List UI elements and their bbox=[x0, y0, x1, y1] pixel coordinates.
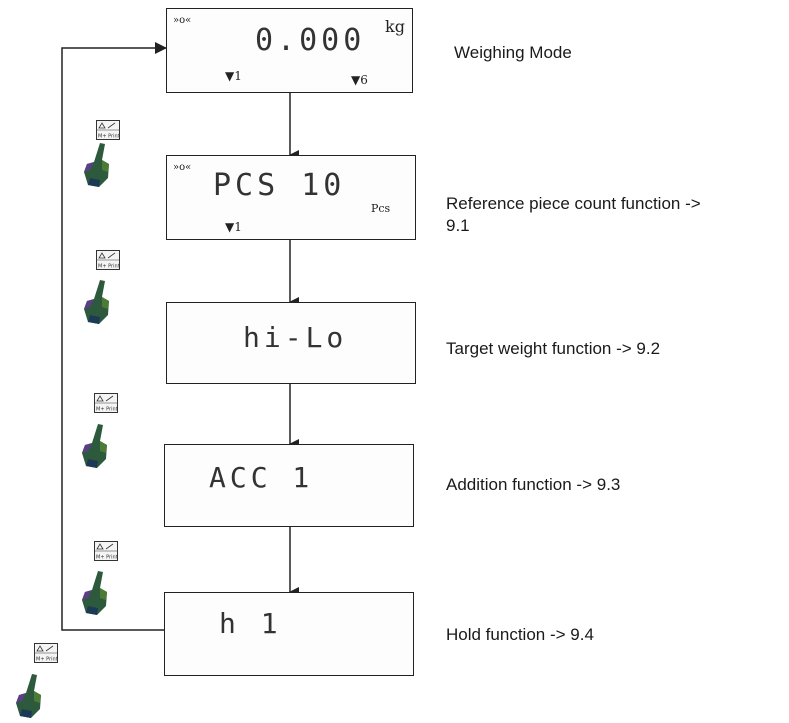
pointing-hand-icon bbox=[82, 424, 107, 468]
marker-6: ▼6 bbox=[351, 73, 368, 87]
marker-1: ▼1 bbox=[225, 220, 242, 234]
svg-text:M+ Print: M+ Print bbox=[96, 555, 118, 561]
display-main-value: hi-Lo bbox=[243, 321, 348, 354]
svg-text:M+ Print: M+ Print bbox=[96, 407, 118, 413]
stable-indicator: »o« bbox=[173, 162, 192, 173]
stable-indicator: »o« bbox=[173, 15, 192, 26]
mode-key-icon: M+ Print bbox=[94, 541, 118, 561]
display-weighing-mode: »o« 0.000 kg ▼1 ▼6 bbox=[166, 8, 413, 93]
display-main-value: ACC 1 bbox=[209, 461, 314, 494]
pointing-hand-icon bbox=[84, 280, 109, 324]
unit-label: kg bbox=[385, 17, 405, 36]
label-target-weight: Target weight function -> 9.2 bbox=[446, 339, 661, 358]
display-main-value: h 1 bbox=[219, 607, 282, 640]
marker-1: ▼1 bbox=[225, 69, 242, 83]
display-hold: h 1 bbox=[164, 592, 414, 676]
display-main-value: 0.000 bbox=[255, 23, 366, 58]
unit-label: Pcs bbox=[371, 202, 391, 215]
pointing-hand-icon bbox=[16, 674, 41, 718]
label-addition: Addition function -> 9.3 bbox=[446, 475, 621, 494]
pointing-hand-icon bbox=[82, 571, 107, 615]
display-target-weight: hi-Lo bbox=[166, 302, 416, 384]
label-weighing-mode: Weighing Mode bbox=[454, 43, 572, 62]
mode-key-icon: M+ Print bbox=[34, 643, 58, 663]
label-hold: Hold function -> 9.4 bbox=[446, 625, 594, 644]
mode-key-icon: M+ Print bbox=[94, 393, 118, 413]
label-reference-count-line1: Reference piece count function -> bbox=[446, 194, 701, 213]
return-loop-arrow bbox=[61, 42, 167, 631]
display-addition: ACC 1 bbox=[164, 444, 414, 527]
svg-text:M+ Print: M+ Print bbox=[98, 264, 120, 270]
pointing-hand-icon bbox=[84, 143, 109, 187]
svg-text:M+ Print: M+ Print bbox=[36, 657, 58, 663]
label-reference-count-line2: 9.1 bbox=[446, 216, 470, 235]
mode-key-icon: M+ Print bbox=[96, 120, 120, 140]
display-reference-count: »o« PCS 10 Pcs ▼1 bbox=[166, 155, 416, 240]
svg-text:M+ Print: M+ Print bbox=[98, 134, 120, 140]
display-main-value: PCS 10 bbox=[213, 168, 346, 203]
mode-key-icon: M+ Print bbox=[96, 250, 120, 270]
